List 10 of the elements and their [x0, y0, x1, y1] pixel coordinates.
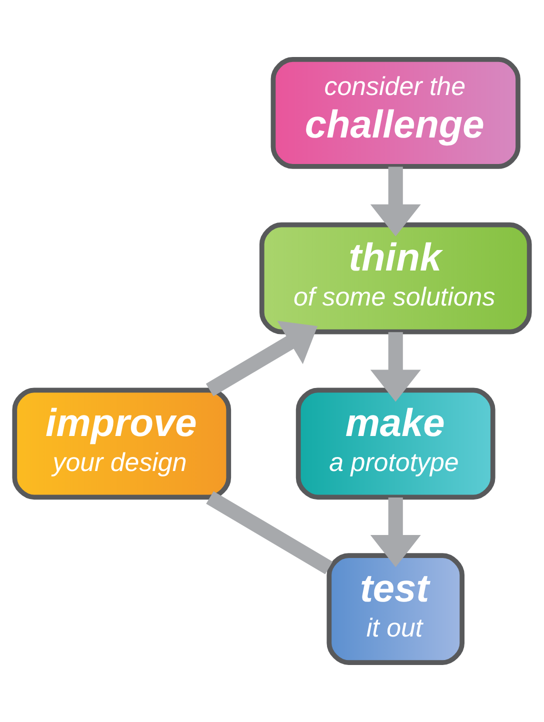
arrow — [370, 332, 421, 402]
node-box: test it out — [326, 553, 464, 665]
node-box: consider the challenge — [270, 57, 520, 169]
connector — [206, 491, 333, 574]
node-box: improve your design — [12, 388, 232, 500]
arrow — [206, 320, 318, 396]
arrow — [370, 166, 421, 236]
node-box: think of some solutions — [259, 222, 532, 334]
node-box: make a prototype — [296, 388, 496, 500]
arrow — [370, 497, 421, 568]
